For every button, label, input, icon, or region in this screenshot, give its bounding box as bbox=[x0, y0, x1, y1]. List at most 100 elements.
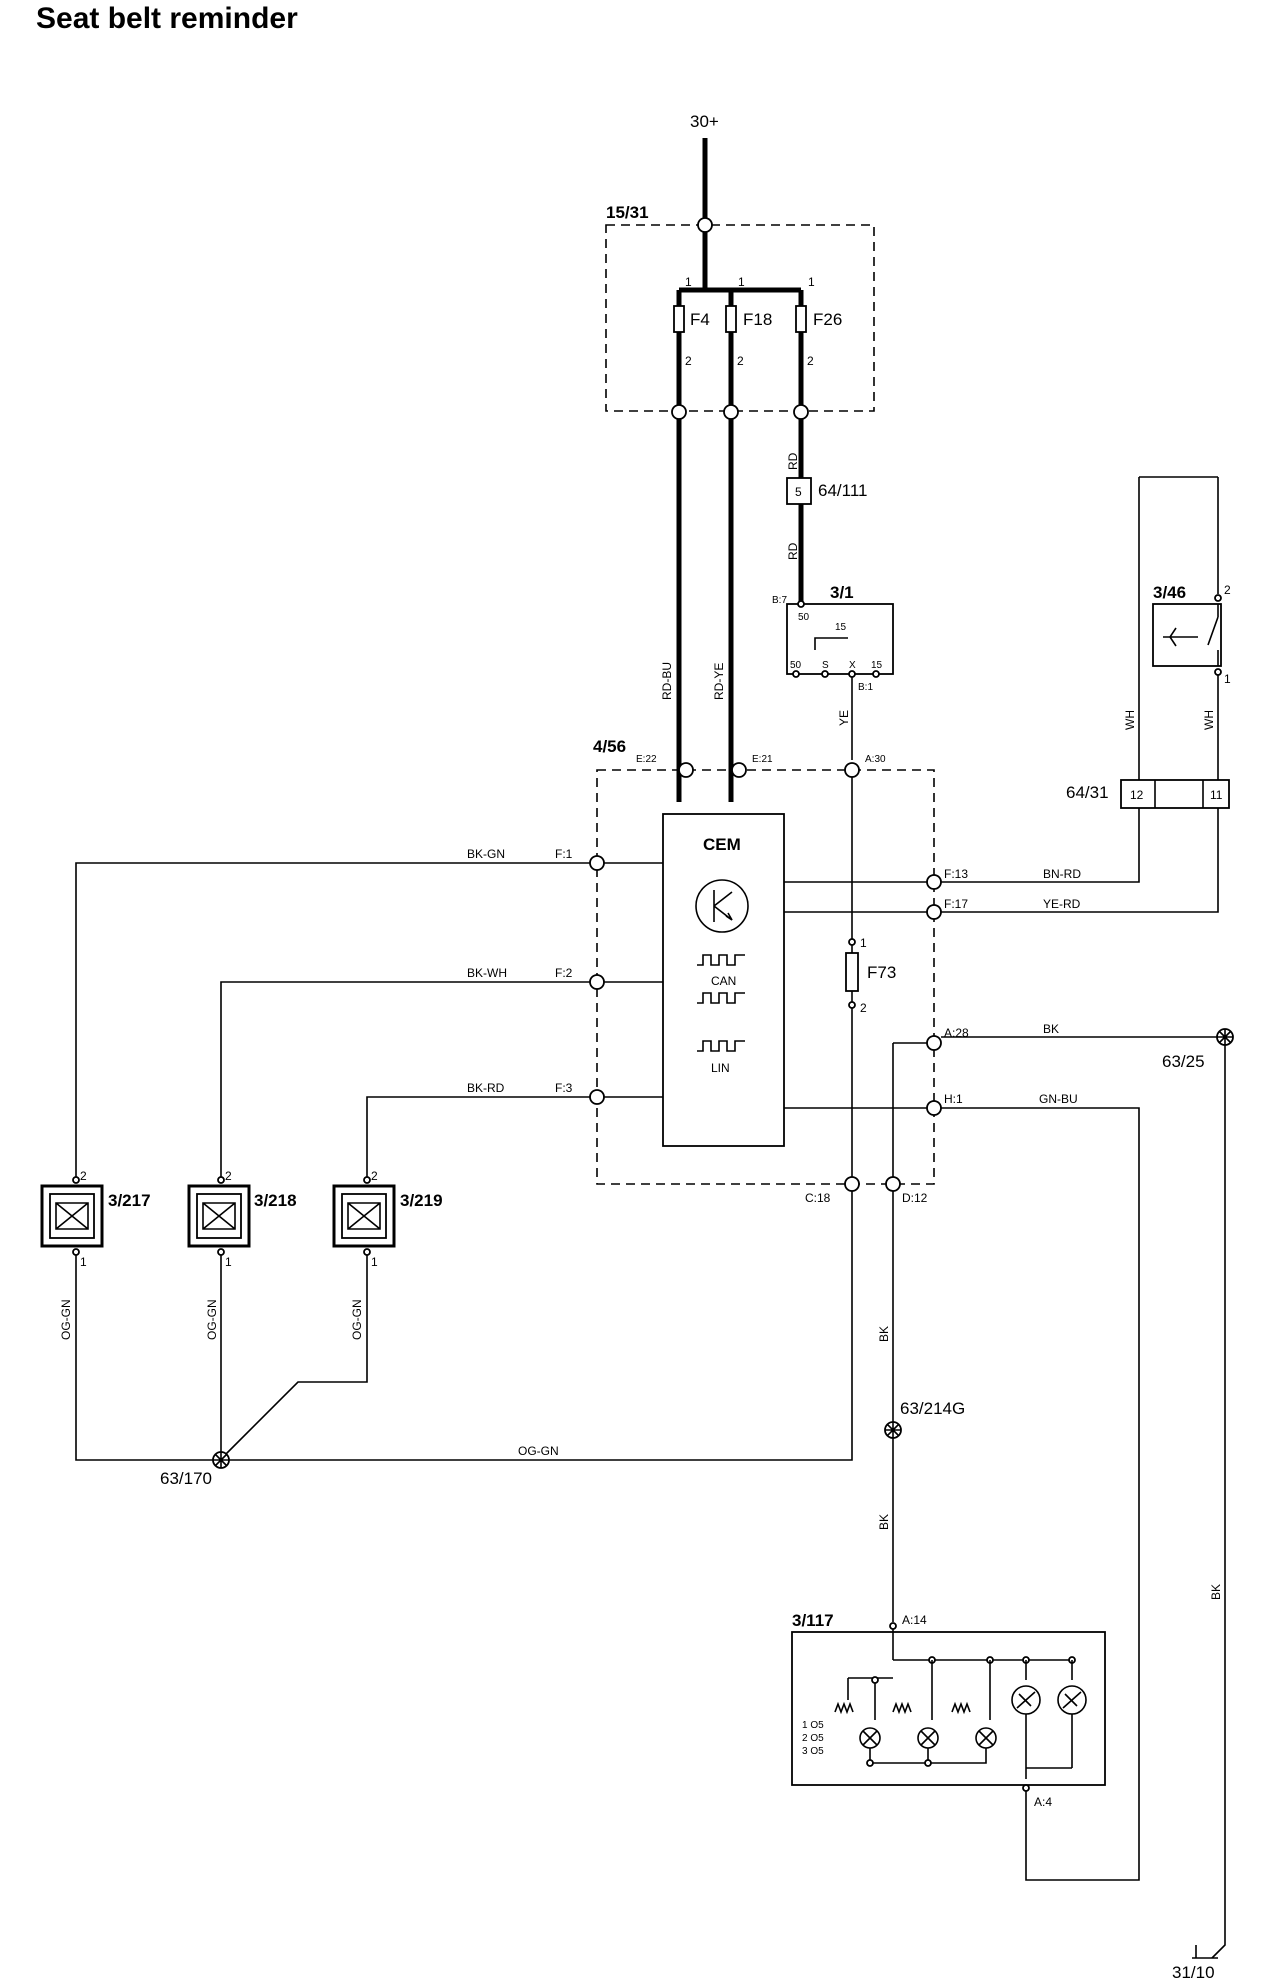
f73-label: F73 bbox=[867, 963, 896, 982]
connector-64-31: 12 11 64/31 bbox=[1066, 779, 1230, 809]
cem-lin-label: LIN bbox=[711, 1061, 730, 1075]
instrument-legend-1: 1 O5 bbox=[802, 1720, 824, 1731]
wire-label-wh-1: WH bbox=[1123, 710, 1137, 730]
wire-label-bk-rd: BK-RD bbox=[467, 1081, 505, 1095]
seat-switch-217-id: 3/217 bbox=[108, 1191, 151, 1210]
wire-bk-gn bbox=[75, 862, 590, 1177]
f73-pin-in: 1 bbox=[860, 936, 867, 950]
cem-can-label: CAN bbox=[711, 974, 736, 988]
warning-lamp-1 bbox=[1011, 1656, 1041, 1779]
ignition-term-15-top: 15 bbox=[835, 622, 847, 633]
wire-gn-bu bbox=[941, 1107, 1140, 1881]
wire-label-bk-v2: BK bbox=[877, 1514, 891, 1530]
f4-label: F4 bbox=[690, 310, 710, 329]
instrument-legend-3: 3 O5 bbox=[802, 1746, 824, 1757]
diagram-title: Seat belt reminder bbox=[36, 2, 298, 35]
wire-label-ye: YE bbox=[837, 710, 851, 726]
ground-31-10-icon bbox=[1192, 1945, 1218, 1959]
instrument-legend-2: 2 O5 bbox=[802, 1733, 824, 1744]
wire-og-gn bbox=[225, 1255, 368, 1455]
instrument-id: 3/117 bbox=[792, 1611, 834, 1630]
wire-label-wh-2: WH bbox=[1202, 710, 1216, 730]
fuse-box-15-31: 15/31 1 F4 2 1 F18 2 1 F26 bbox=[605, 203, 875, 420]
wire-og-gn bbox=[75, 1255, 220, 1461]
cem-pin-e22: E:22 bbox=[636, 754, 657, 765]
wire-label-og-gn-1: OG-GN bbox=[59, 1299, 73, 1340]
connector-64-31-id: 64/31 bbox=[1066, 783, 1109, 802]
wire-label-gn-bu: GN-BU bbox=[1039, 1092, 1078, 1106]
wire-label-og-gn-bottom: OG-GN bbox=[518, 1444, 559, 1458]
cem-label: CEM bbox=[703, 835, 741, 854]
wire-label-bk-a28: BK bbox=[1043, 1022, 1059, 1036]
ignition-term-x: X bbox=[849, 660, 856, 671]
f26-pin-out: 2 bbox=[807, 354, 814, 368]
supply-line: 30+ bbox=[690, 112, 719, 225]
cem-pin-h1: H:1 bbox=[944, 1092, 963, 1106]
seat-switch-219-pin-top: 2 bbox=[371, 1169, 378, 1183]
ground-63-25-label: 63/25 bbox=[1162, 1052, 1205, 1071]
instrument-pin-a14: A:14 bbox=[902, 1613, 927, 1627]
f26-pin-in: 1 bbox=[808, 275, 815, 289]
seat-switch-3-219: 2 3/219 1 bbox=[332, 1169, 443, 1269]
cem-pin-a30: A:30 bbox=[865, 754, 886, 765]
wire-label-rd-bu: RD-BU bbox=[660, 662, 674, 700]
wire-ye-rd bbox=[937, 808, 1219, 913]
wire-bk-right bbox=[1211, 1045, 1226, 1959]
f18-pin-in: 1 bbox=[738, 275, 745, 289]
supply-node bbox=[697, 217, 713, 233]
seat-switch-219-id: 3/219 bbox=[400, 1191, 443, 1210]
cem-pin-d12: D:12 bbox=[902, 1191, 928, 1205]
ground-63-170-label: 63/170 bbox=[160, 1469, 212, 1488]
seat-switch-217-pin-top: 2 bbox=[80, 1169, 87, 1183]
wire-label-bk-gn: BK-GN bbox=[467, 847, 505, 861]
switch-3-46: 3/46 2 1 bbox=[1138, 476, 1231, 780]
seat-switch-218-id: 3/218 bbox=[254, 1191, 297, 1210]
seat-switch-217-pin-bottom: 1 bbox=[80, 1255, 87, 1269]
connector-64-111-id: 64/111 bbox=[818, 481, 867, 500]
ignition-term-50-top: 50 bbox=[798, 612, 810, 623]
supply-label: 30+ bbox=[690, 112, 719, 131]
ignition-switch-id: 3/1 bbox=[830, 583, 854, 602]
wire-og-gn-bottom bbox=[229, 1191, 853, 1461]
f26-label: F26 bbox=[813, 310, 842, 329]
fuse-f18: 1 F18 2 bbox=[725, 275, 772, 412]
connector-64-31-pin-11: 11 bbox=[1210, 788, 1223, 802]
ground-63-214g: 63/214G bbox=[884, 1399, 965, 1439]
fuse-box-node bbox=[793, 404, 809, 420]
f18-pin-out: 2 bbox=[737, 354, 744, 368]
cem-pin-f2: F:2 bbox=[555, 966, 573, 980]
wire-label-rd-ye: RD-YE bbox=[712, 663, 726, 700]
f73-pin-out: 2 bbox=[860, 1001, 867, 1015]
wire-label-bk-right: BK bbox=[1209, 1584, 1223, 1600]
ignition-term-50: 50 bbox=[790, 660, 802, 671]
cem-id: 4/56 bbox=[593, 737, 626, 756]
cem-pin-f17: F:17 bbox=[944, 897, 968, 911]
wire-label-rd-1: RD bbox=[786, 452, 800, 470]
switch-3-46-pin-2: 2 bbox=[1224, 583, 1231, 597]
warning-lamp-2 bbox=[1026, 1656, 1087, 1769]
seat-switch-218-pin-bottom: 1 bbox=[225, 1255, 232, 1269]
switch-3-46-pin-1: 1 bbox=[1224, 672, 1231, 686]
cem-module: 4/56 CEM CAN LIN E:22 E:21 A:30 F:1 F:2 … bbox=[555, 737, 969, 1205]
ignition-term-s: S bbox=[822, 660, 829, 671]
wire-label-rd-2: RD bbox=[786, 542, 800, 560]
seat-switch-219-pin-bottom: 1 bbox=[371, 1255, 378, 1269]
fuse-f73: 1 F73 2 bbox=[845, 777, 896, 1177]
f18-label: F18 bbox=[743, 310, 772, 329]
fuse-box-id: 15/31 bbox=[606, 203, 649, 222]
ground-63-214g-label: 63/214G bbox=[900, 1399, 965, 1418]
wire-label-ye-rd: YE-RD bbox=[1043, 897, 1081, 911]
seat-switch-3-217: 2 3/217 1 bbox=[40, 1169, 151, 1269]
connector-64-111-pin: 5 bbox=[795, 485, 802, 499]
connector-64-111: 5 64/111 bbox=[786, 477, 867, 505]
wire-label-bn-rd: BN-RD bbox=[1043, 867, 1081, 881]
wire-label-og-gn-2: OG-GN bbox=[205, 1299, 219, 1340]
cem-pin-f13: F:13 bbox=[944, 867, 968, 881]
f4-pin-in: 1 bbox=[685, 275, 692, 289]
ground-63-25: 63/25 bbox=[1162, 1028, 1234, 1071]
ignition-pin-b1: B:1 bbox=[858, 682, 873, 693]
fuse-f4: 1 F4 2 bbox=[673, 275, 710, 412]
transistor-icon bbox=[695, 879, 749, 933]
connector-64-31-pin-12: 12 bbox=[1130, 788, 1144, 802]
